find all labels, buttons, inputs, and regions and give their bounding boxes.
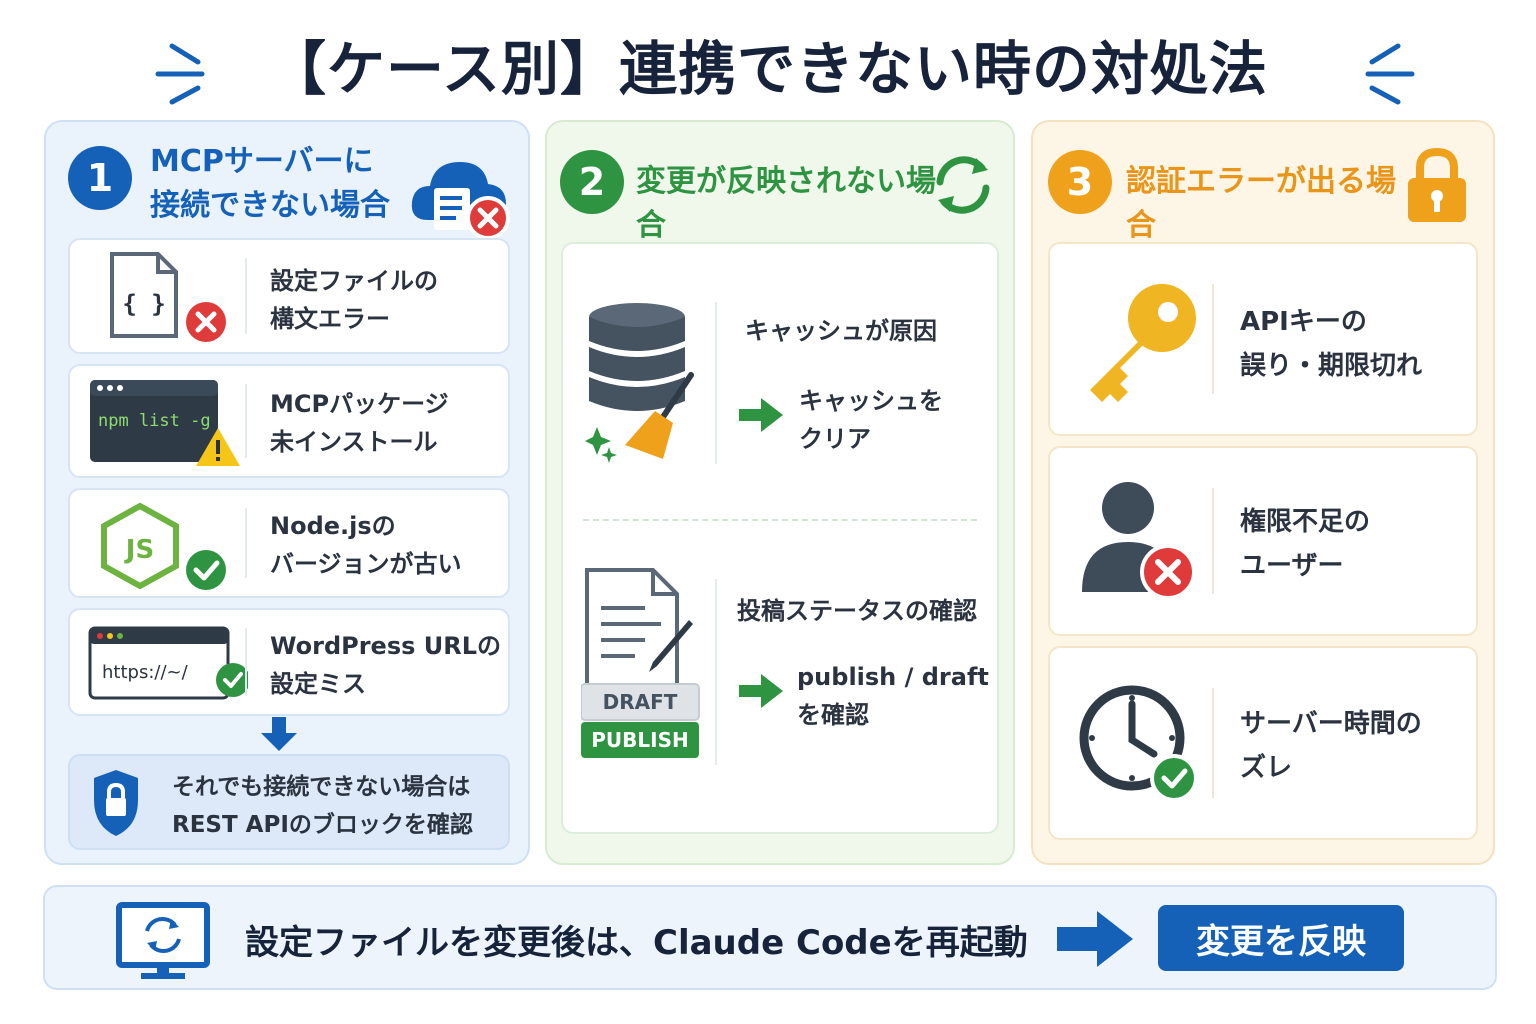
- list-item: JS Node.jsの バージョンが古い: [68, 488, 510, 598]
- refresh-icon: [936, 156, 990, 214]
- list-item: https://~/ WordPress URLの 設定ミス: [68, 608, 510, 716]
- terminal-command: npm list -g: [98, 411, 211, 431]
- item-label: サーバー時間の ズレ: [1240, 709, 1422, 783]
- monitor-refresh-icon: [116, 902, 210, 979]
- fallback-note: それでも接続できない場合は REST APIのブロックを確認: [68, 754, 510, 850]
- footer-banner: 設定ファイルを変更後は、Claude Codeを再起動 変更を反映: [43, 885, 1497, 990]
- shield-lock-icon: [94, 770, 138, 836]
- list-item: APIキーの 誤り・期限切れ: [1048, 242, 1478, 436]
- svg-text:DRAFT: DRAFT: [603, 690, 678, 714]
- item-label: 権限不足の ユーザー: [1240, 507, 1371, 581]
- item-label: WordPress URLの 設定ミス: [270, 632, 502, 698]
- svg-text:{ }: { }: [122, 290, 165, 318]
- terminal-warning-icon: npm list -g: [90, 380, 240, 466]
- fix-label: キャッシュを クリア: [799, 387, 943, 453]
- item-label: APIキーの 誤り・期限切れ: [1240, 307, 1423, 381]
- section-title: MCPサーバーに 接続できない場合: [150, 144, 390, 223]
- section-title: 変更が反映されない場合: [636, 164, 936, 243]
- cloud-error-icon: [411, 162, 510, 240]
- item-label: MCPパッケージ 未インストール: [270, 390, 449, 456]
- right-arrow-icon: [1057, 911, 1133, 967]
- nodejs-check-icon: JS: [101, 502, 226, 590]
- footer-text: 設定ファイルを変更後は、Claude Codeを再起動: [245, 923, 1028, 963]
- cause-label: 投稿ステータスの確認: [737, 597, 977, 625]
- config-file-error-icon: { }: [110, 252, 226, 342]
- browser-url-check-icon: https://~/: [88, 626, 248, 700]
- user-error-icon: [1082, 482, 1196, 600]
- list-item: npm list -g MCPパッケージ 未インストール: [68, 364, 510, 478]
- apply-changes-button[interactable]: 変更を反映: [1158, 905, 1404, 971]
- section-title: 認証エラーが出る場合: [1126, 164, 1396, 243]
- note-text: それでも接続できない場合は REST APIのブロックを確認: [172, 774, 473, 838]
- changes-card: キャッシュが原因 キャッシュを クリア DRAFT PUBLISH 投稿ステータ…: [561, 242, 999, 834]
- svg-text:PUBLISH: PUBLISH: [591, 728, 688, 752]
- cause-label: キャッシュが原因: [745, 317, 937, 345]
- page-title: 【ケース別】連携できない時の対処法: [267, 35, 1269, 103]
- title-right-decoration: [1365, 43, 1415, 105]
- right-arrow-icon: [739, 398, 783, 432]
- url-text: https://~/: [102, 662, 189, 683]
- document-status-icon: DRAFT PUBLISH: [581, 568, 700, 758]
- clock-check-icon: [1079, 685, 1198, 802]
- svg-text:JS: JS: [124, 535, 154, 565]
- section-number-badge: 1: [68, 146, 132, 210]
- item-label: 設定ファイルの 構文エラー: [270, 267, 438, 333]
- database-broom-icon: [585, 303, 694, 463]
- item-label: Node.jsの バージョンが古い: [270, 512, 462, 578]
- section-number-badge: 2: [560, 150, 624, 214]
- right-arrow-icon: [739, 674, 783, 708]
- lock-icon: [1408, 147, 1466, 222]
- down-arrow-icon: [261, 717, 297, 751]
- section-number-badge: 3: [1048, 150, 1112, 214]
- list-item: { } 設定ファイルの 構文エラー: [68, 238, 510, 354]
- title-left-decoration: [155, 43, 205, 105]
- list-item: 権限不足の ユーザー: [1048, 446, 1478, 636]
- key-icon: [1090, 284, 1196, 402]
- list-item: サーバー時間の ズレ: [1048, 646, 1478, 840]
- fix-label: publish / draft を確認: [797, 663, 989, 729]
